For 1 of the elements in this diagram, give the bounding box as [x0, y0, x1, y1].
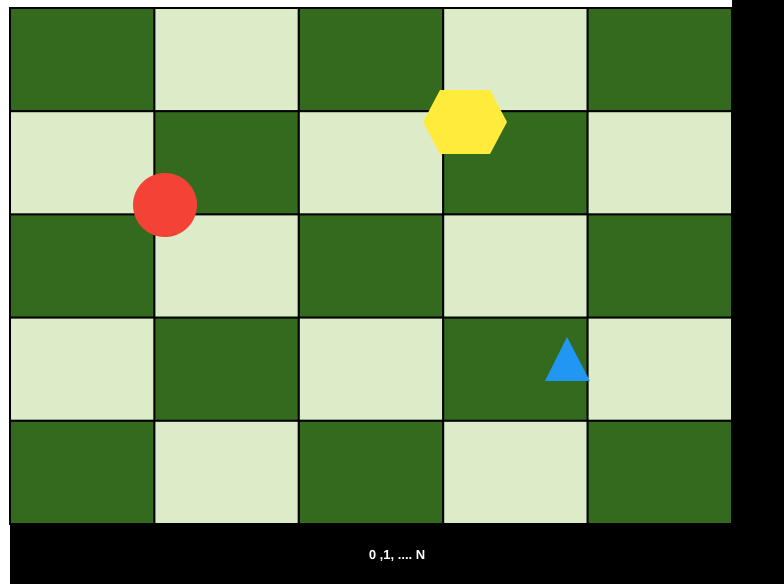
axis-label: 0 ,1, .... N	[368, 546, 426, 563]
